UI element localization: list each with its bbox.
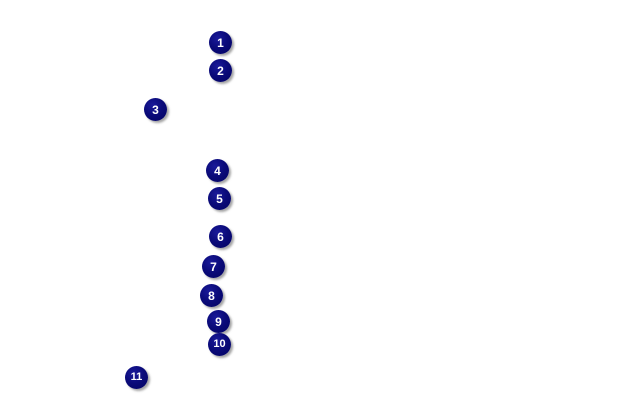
callout-marker-6: 6 <box>209 225 232 248</box>
callout-marker-2: 2 <box>209 59 232 82</box>
callout-marker-4: 4 <box>206 159 229 182</box>
callout-marker-3: 3 <box>144 98 167 121</box>
callout-label: 11 <box>130 371 143 383</box>
callout-label: 9 <box>215 314 222 329</box>
callout-label: 10 <box>213 338 226 350</box>
callout-label: 6 <box>217 229 224 244</box>
callout-label: 2 <box>217 63 224 78</box>
callout-marker-10: 10 <box>208 333 231 356</box>
callout-label: 8 <box>208 288 215 303</box>
callout-label: 4 <box>214 163 221 178</box>
callout-marker-9: 9 <box>207 310 230 333</box>
callout-marker-1: 1 <box>209 31 232 54</box>
callout-marker-8: 8 <box>200 284 223 307</box>
callout-marker-11: 11 <box>125 366 148 389</box>
callout-marker-5: 5 <box>208 187 231 210</box>
callout-label: 7 <box>210 259 217 274</box>
callout-label: 5 <box>216 191 223 206</box>
callout-label: 1 <box>217 35 224 50</box>
callout-label: 3 <box>152 102 159 117</box>
callout-marker-7: 7 <box>202 255 225 278</box>
